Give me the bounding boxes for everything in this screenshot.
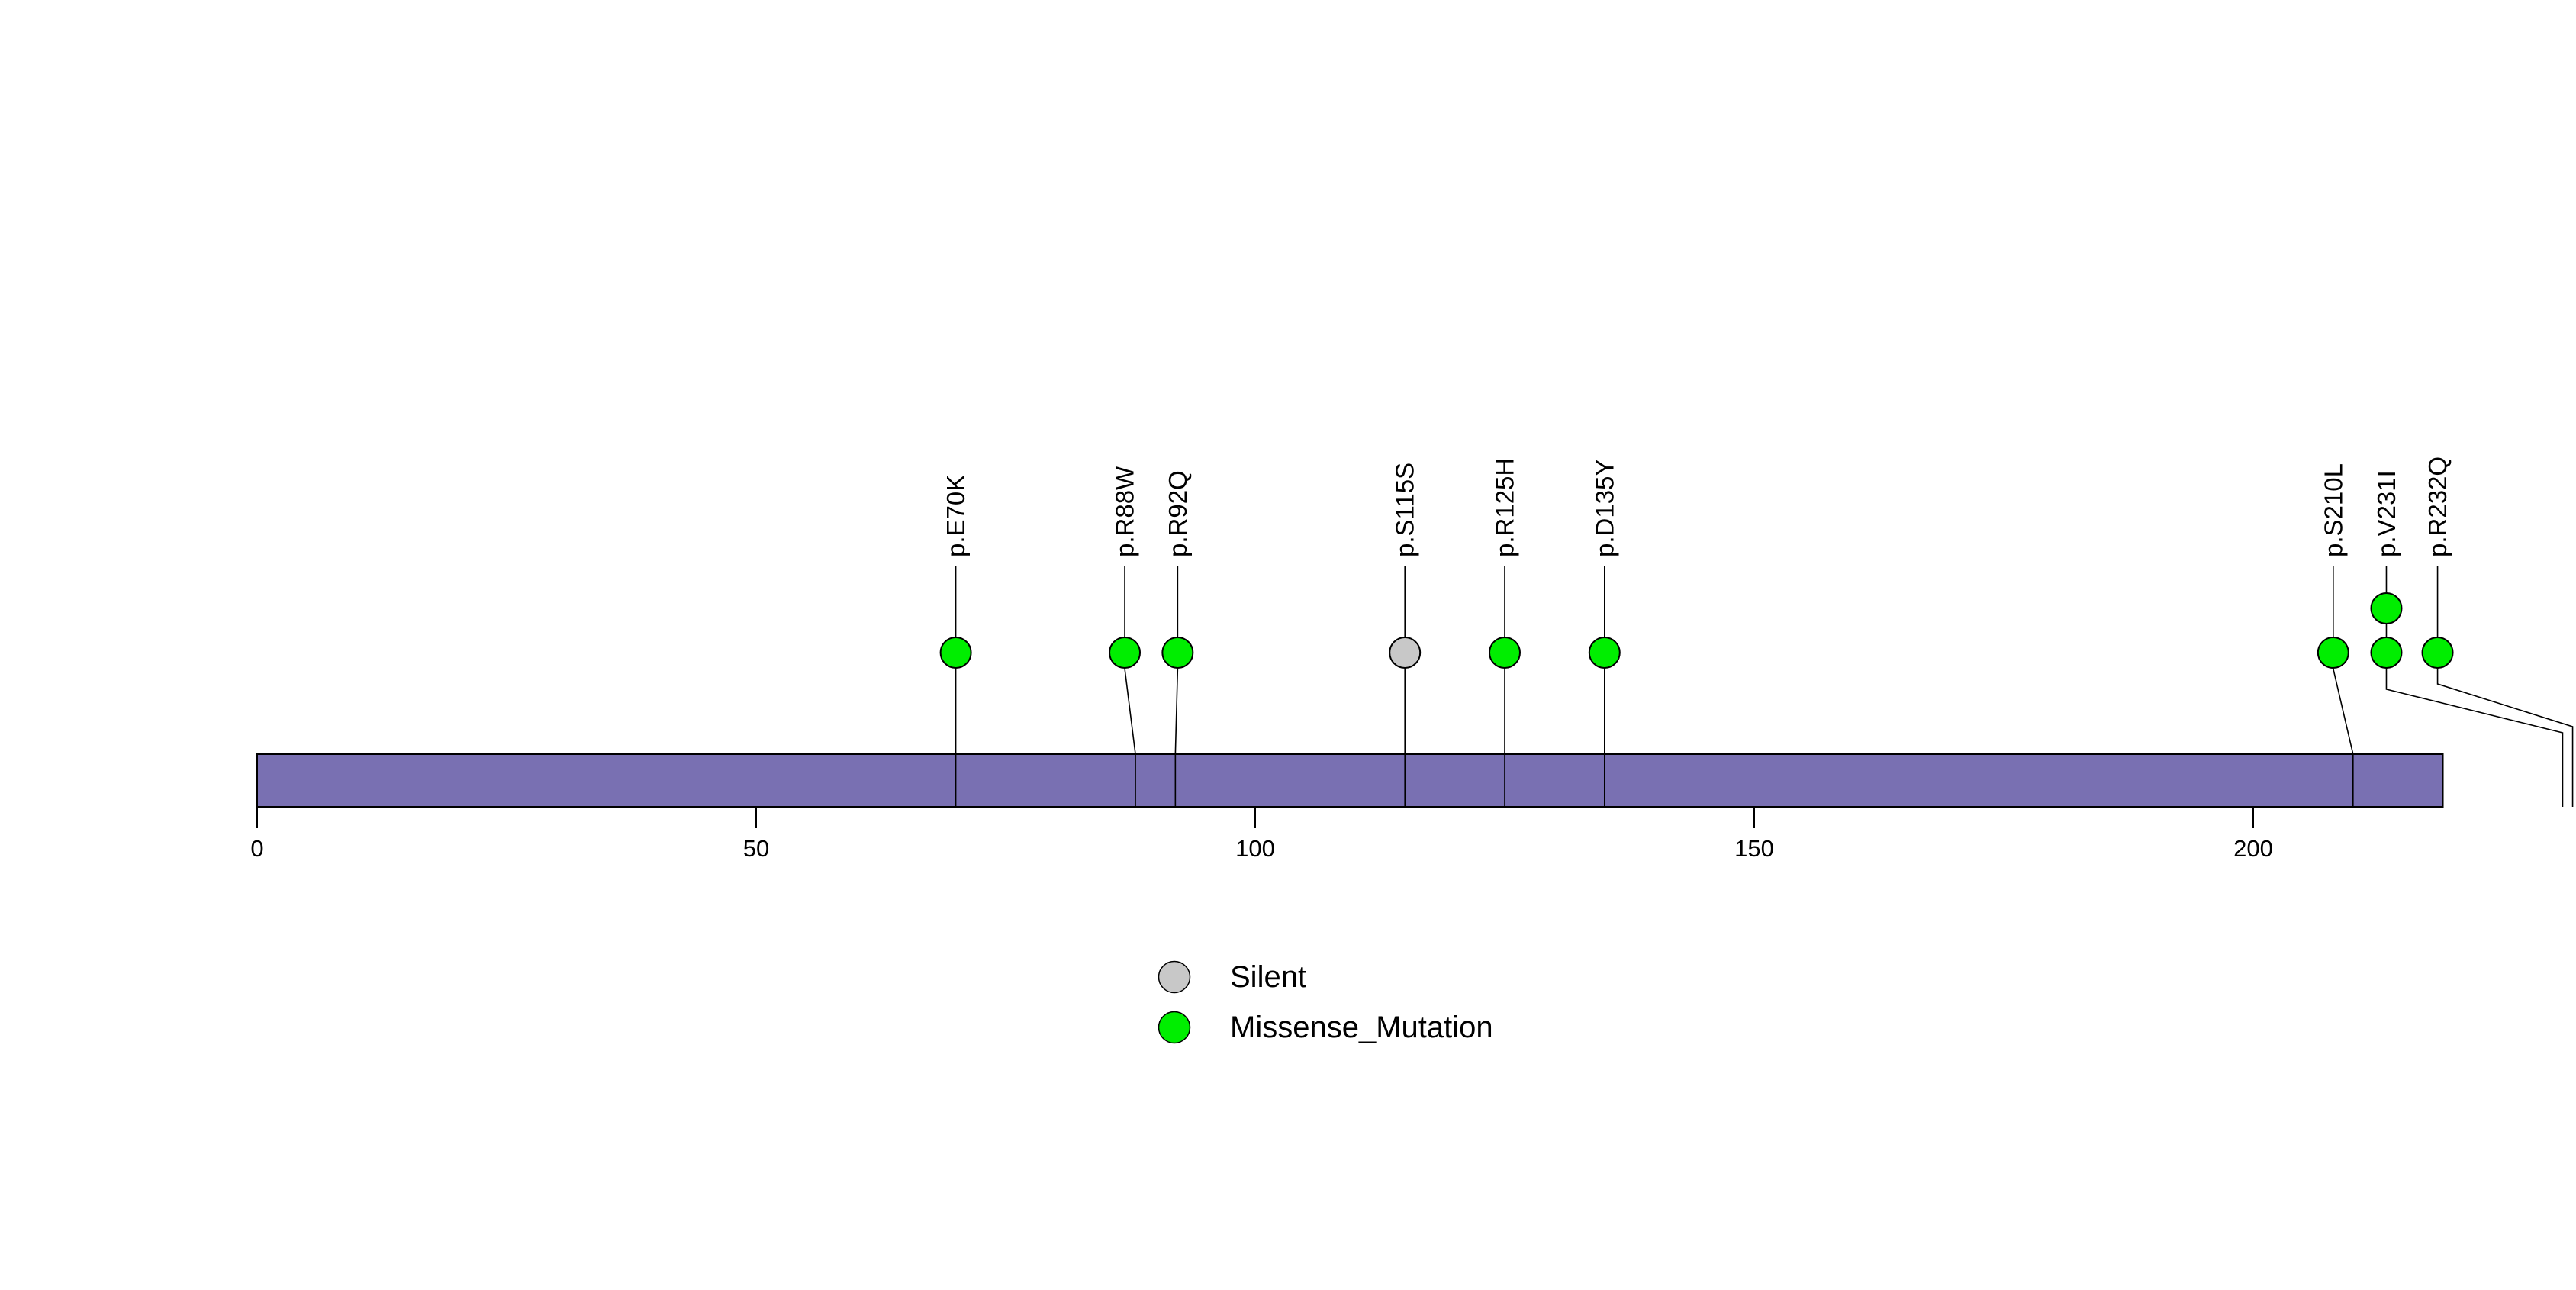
legend-item: Missense_Mutation [1158, 1011, 1493, 1044]
mutation-label: p.S210L [2319, 463, 2347, 557]
mutation-marker [1389, 637, 1422, 669]
mutation-label: p.D135Y [1590, 460, 1618, 557]
axis-tick-label: 200 [2233, 835, 2273, 862]
mutation-label: p.R92Q [1164, 470, 1192, 557]
mutation-marker [1109, 637, 1141, 669]
mutation-label: p.R125H [1491, 458, 1519, 557]
axis-tick-label: 150 [1734, 835, 1774, 862]
mutation-label: p.R88W [1111, 466, 1139, 557]
legend-label: Missense_Mutation [1230, 1011, 1493, 1044]
mutation-marker [1588, 637, 1621, 669]
mutation-marker [1161, 637, 1194, 669]
mutation-marker [2370, 592, 2403, 624]
legend-marker [1158, 960, 1191, 994]
legend-item: Silent [1158, 960, 1306, 994]
lollipop-stem [2385, 566, 2564, 807]
axis-tick-label: 50 [743, 835, 769, 862]
mutation-marker [939, 637, 972, 669]
mutation-marker [2421, 637, 2454, 669]
mutation-marker [1489, 637, 1521, 669]
mutation-label: p.S115S [1391, 463, 1419, 557]
axis-tick-label: 100 [1235, 835, 1275, 862]
protein-domain-bar [256, 753, 2444, 808]
lollipop-stem [2436, 566, 2574, 807]
mutation-marker [2317, 637, 2349, 669]
mutation-label: p.R232Q [2423, 456, 2452, 557]
mutation-label: p.V231I [2372, 470, 2401, 557]
legend-marker [1158, 1011, 1191, 1044]
axis-tick-label: 0 [250, 835, 263, 862]
mutation-label: p.E70K [942, 475, 970, 557]
mutation-marker [2370, 637, 2403, 669]
legend-label: Silent [1230, 960, 1306, 994]
